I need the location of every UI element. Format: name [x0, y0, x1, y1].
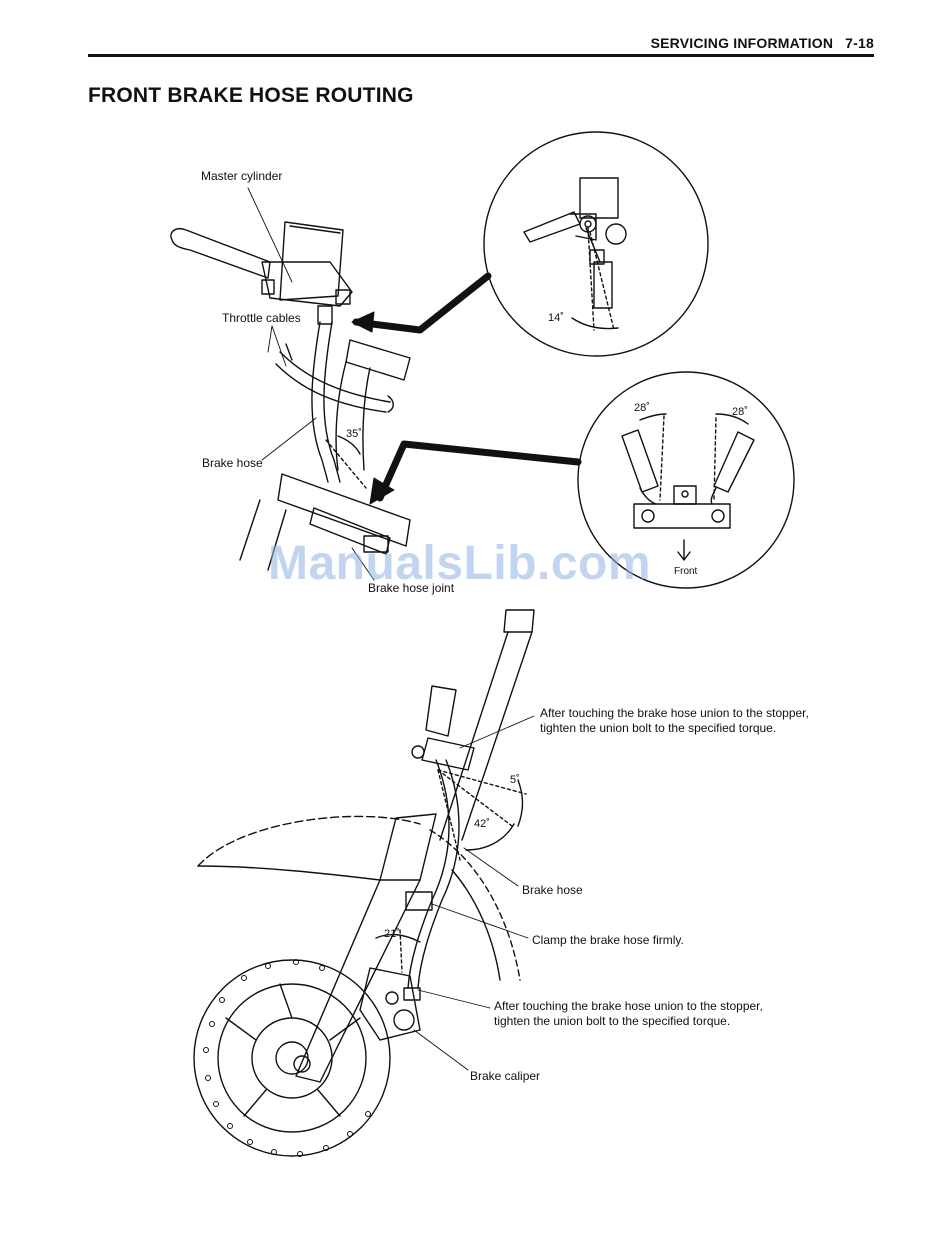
master-cylinder: [279, 221, 344, 301]
angle-28-right: 28˚: [732, 406, 748, 418]
leader-joint: [351, 547, 375, 581]
fork-assembly: [193, 609, 535, 1157]
fender: [197, 815, 421, 867]
note-stopper-top-line2: tighten the union bolt to the specified …: [540, 721, 777, 735]
label-front: Front: [674, 566, 698, 577]
note-stopper-bottom-line2: tighten the union bolt to the specified …: [494, 1014, 731, 1028]
brake-disc: [193, 959, 391, 1157]
leader-throttle: [267, 325, 287, 367]
running-header: SERVICING INFORMATION 7-18: [651, 35, 874, 51]
angle-42: 42˚: [474, 818, 490, 830]
detail-master-cylinder: [483, 131, 709, 357]
handlebar-assembly: [170, 187, 582, 581]
arrow-to-detail-1: [352, 272, 492, 334]
leader-master-cylinder: [247, 187, 293, 283]
leader-caliper: [413, 1029, 469, 1071]
watermark: ManualsLib.com: [268, 537, 652, 590]
note-stopper-bottom-line1: After touching the brake hose union to t…: [494, 999, 763, 1013]
angle-14: 14˚: [548, 312, 564, 324]
brake-hose-upper: [311, 321, 329, 483]
brake-hose-lower: [407, 759, 450, 989]
brake-lever: [170, 228, 271, 279]
angle-35: 35˚: [346, 428, 362, 440]
angle-21: 21˚: [384, 928, 400, 940]
throttle-cables: [279, 351, 391, 403]
label-brake-hose-lower: Brake hose: [522, 883, 583, 897]
fork-tube: [503, 609, 535, 633]
leader-stopper-top: [459, 715, 535, 749]
brake-caliper: [359, 967, 421, 1041]
detail-hose-joint: [577, 371, 795, 589]
note-stopper-top-line1: After touching the brake hose union to t…: [540, 706, 809, 720]
page-title: FRONT BRAKE HOSE ROUTING: [88, 84, 414, 107]
label-master-cylinder: Master cylinder: [201, 169, 283, 183]
label-brake-hose-upper: Brake hose: [202, 456, 263, 470]
leader-brake-hose: [261, 417, 317, 461]
angle-28-left: 28˚: [634, 402, 650, 414]
arrow-to-detail-2: [376, 440, 582, 502]
page-number: 7-18: [845, 35, 874, 51]
label-brake-caliper: Brake caliper: [470, 1069, 541, 1083]
leader-brake-hose-lower: [463, 847, 519, 887]
label-throttle-cables: Throttle cables: [222, 311, 301, 325]
disc-holes: [203, 959, 371, 1157]
leader-stopper-bottom: [417, 989, 491, 1009]
leader-clamp: [431, 903, 529, 939]
angle-5: 5˚: [510, 774, 520, 786]
label-brake-hose-joint: Brake hose joint: [368, 581, 455, 595]
section-title: SERVICING INFORMATION: [650, 35, 834, 51]
label-clamp: Clamp the brake hose firmly.: [532, 933, 684, 947]
header-rule: [88, 54, 874, 57]
